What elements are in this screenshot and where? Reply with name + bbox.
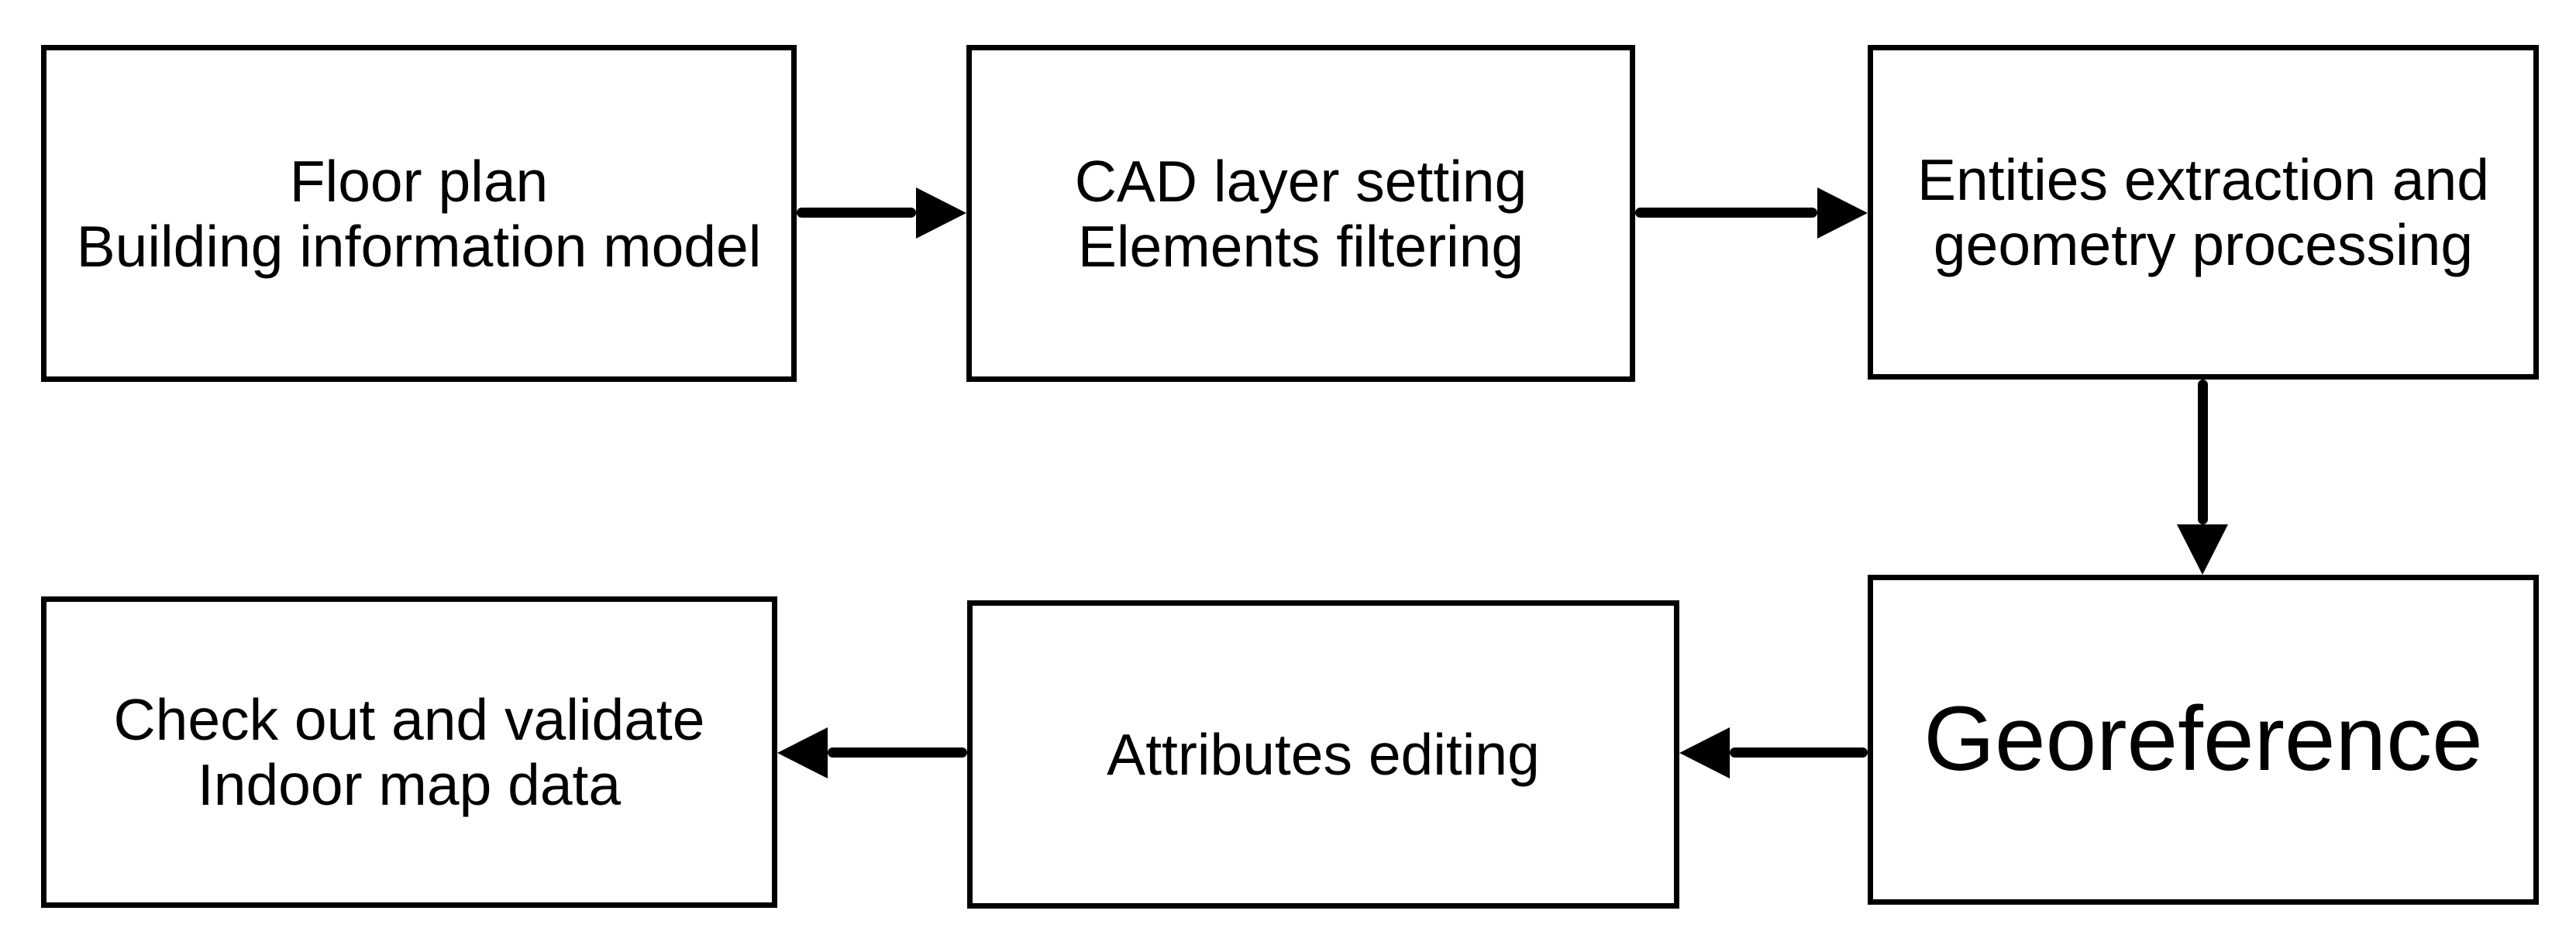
node-label: CAD layer setting: [1074, 148, 1527, 214]
node-check-out-validate: Check out and validate Indoor map data: [41, 596, 777, 908]
node-attributes-editing: Attributes editing: [967, 600, 1679, 909]
node-label: Elements filtering: [1077, 213, 1524, 279]
node-entities-extraction: Entities extraction and geometry process…: [1868, 45, 2539, 380]
node-label: Floor plan: [289, 148, 549, 214]
arrow-shaft: [2198, 380, 2208, 524]
node-label: geometry processing: [1933, 212, 2474, 277]
arrow-right-icon: [916, 187, 966, 239]
node-label: Entities extraction and: [1917, 147, 2489, 212]
node-cad-layer-setting: CAD layer setting Elements filtering: [966, 45, 1635, 382]
arrow-right-icon: [1817, 187, 1868, 239]
node-label: Building information model: [76, 213, 762, 279]
arrow-left-icon: [1679, 727, 1730, 778]
arrow-down-icon: [2177, 524, 2228, 575]
node-label: Georeference: [1923, 688, 2483, 791]
node-georeference: Georeference: [1868, 575, 2539, 905]
arrow-shaft: [797, 208, 916, 218]
arrow-left-icon: [777, 727, 828, 778]
arrow-shaft: [1635, 208, 1817, 218]
arrow-shaft: [1730, 747, 1868, 758]
node-label: Indoor map data: [197, 752, 622, 817]
node-floor-plan-bim: Floor plan Building information model: [41, 45, 797, 382]
node-label: Check out and validate: [113, 687, 705, 752]
node-label: Attributes editing: [1107, 722, 1540, 787]
arrow-shaft: [828, 747, 967, 758]
